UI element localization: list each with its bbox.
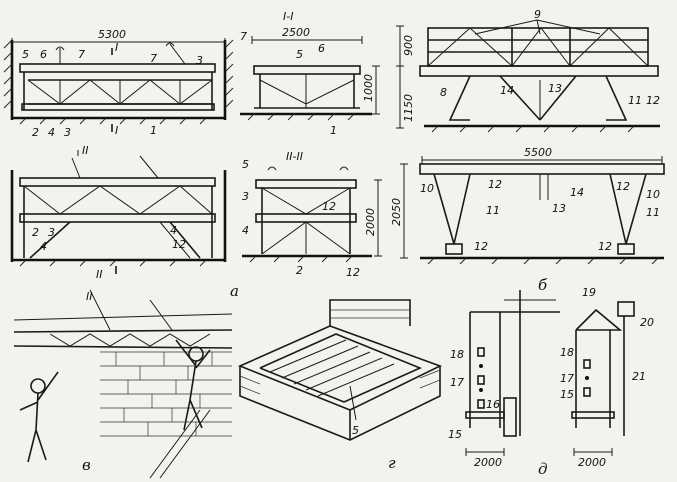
- dim-a-top-width: 5300: [98, 28, 126, 41]
- dim-b-top-1150: 1150: [402, 94, 415, 122]
- caption-v: в: [82, 456, 91, 474]
- label-alow-12: 12: [172, 238, 186, 251]
- section-mark-ii-bottom: II: [96, 268, 103, 281]
- label-alow-4a: 4: [40, 240, 47, 253]
- label-asec2-2: 2: [296, 264, 303, 277]
- label-alow-2: 2: [32, 226, 39, 239]
- panel-v-workers: II в: [13, 289, 233, 479]
- label-a-5: 5: [22, 48, 29, 61]
- label-d-16: 16: [486, 398, 500, 411]
- dim-b-lower-width: 5500: [524, 146, 552, 159]
- label-asec2-12a: 12: [322, 200, 336, 213]
- label-blow-11b: 11: [646, 206, 660, 219]
- section-title-i: I-I: [283, 10, 293, 23]
- label-asec-7: 7: [240, 30, 247, 43]
- label-blow-12c: 12: [474, 240, 488, 253]
- caption-g: г: [388, 454, 396, 472]
- label-b-11: 11: [628, 94, 642, 107]
- panel-b-top: 900 1150 9 8 14 13 11 12: [396, 8, 660, 133]
- label-alow-4b: 4: [170, 224, 177, 237]
- label-d-18a: 18: [450, 348, 464, 361]
- label-a-3b: 3: [64, 126, 71, 139]
- caption-a: а: [230, 282, 239, 300]
- label-b-9: 9: [534, 8, 541, 21]
- label-asec-6: 6: [318, 42, 325, 55]
- label-a-4: 4: [48, 126, 55, 139]
- dim-a-section-height: 1000: [362, 74, 375, 102]
- label-d-17a: 17: [450, 376, 464, 389]
- label-blow-13: 13: [552, 202, 566, 215]
- label-d-21: 21: [632, 370, 646, 383]
- label-asec-1: 1: [330, 124, 337, 137]
- dim-b-lower-height: 2050: [390, 198, 403, 226]
- panel-b-lower: 5500 2050 10 12 14 13 12 10 11 11 12 12 …: [390, 146, 665, 294]
- panel-d-lift: 2000 2000 18 17 16 15 19 20 18 17 15 21 …: [448, 286, 654, 478]
- label-asec2-12b: 12: [346, 266, 360, 279]
- dim-a-section-width: 2500: [282, 26, 310, 39]
- section-mark-ii-top: II: [82, 144, 89, 157]
- label-a-7b: 7: [150, 52, 157, 65]
- section-mark-i-top: I: [115, 41, 118, 54]
- label-a-1: 1: [150, 124, 157, 137]
- panel-a-top-elevation: 5300 I I 5 6 7 7 3 2 4 3 1: [3, 28, 234, 139]
- label-d-15a: 15: [448, 428, 462, 441]
- dim-d-right-width: 2000: [578, 456, 606, 469]
- dim-d-left-width: 2000: [474, 456, 502, 469]
- label-blow-14: 14: [570, 186, 584, 199]
- label-a-2: 2: [32, 126, 39, 139]
- panel-a-section-ii: II-II 2000 5 3 12 4 2 12 а: [230, 150, 382, 300]
- caption-d: д: [538, 460, 548, 478]
- section-title-ii: II-II: [286, 150, 303, 163]
- panel-a-lower-elevation: II II 2 3 4 4 12: [10, 144, 227, 281]
- label-g-5: 5: [352, 424, 359, 437]
- label-b-12: 12: [646, 94, 660, 107]
- label-b-14: 14: [500, 84, 514, 97]
- section-mark-i-bottom: I: [115, 124, 118, 137]
- label-d-17b: 17: [560, 372, 574, 385]
- panel-a-section-i: I-I 2500 1000 7 5 6 1: [240, 10, 380, 137]
- caption-b: б: [538, 276, 548, 294]
- label-b-8: 8: [440, 86, 447, 99]
- label-d-19: 19: [582, 286, 596, 299]
- label-alow-3: 3: [48, 226, 55, 239]
- label-d-18b: 18: [560, 346, 574, 359]
- label-blow-10b: 10: [646, 188, 660, 201]
- label-blow-12d: 12: [598, 240, 612, 253]
- label-asec2-5: 5: [242, 158, 249, 171]
- label-b-13: 13: [548, 82, 562, 95]
- label-a-6: 6: [40, 48, 47, 61]
- label-blow-12a: 12: [488, 178, 502, 191]
- dim-b-top-900: 900: [402, 35, 415, 56]
- dim-a-lower-height: 2000: [364, 208, 377, 236]
- label-asec2-4: 4: [242, 224, 249, 237]
- panel-g-room: 5 г: [237, 299, 443, 472]
- label-a-3a: 3: [196, 54, 203, 67]
- label-d-20: 20: [640, 316, 654, 329]
- section-mark-ii-v: II: [86, 290, 93, 303]
- label-a-7a: 7: [78, 48, 85, 61]
- label-blow-10a: 10: [420, 182, 434, 195]
- label-d-15b: 15: [560, 388, 574, 401]
- label-asec-5: 5: [296, 48, 303, 61]
- label-asec2-3: 3: [242, 190, 249, 203]
- label-blow-11a: 11: [486, 204, 500, 217]
- label-blow-12b: 12: [616, 180, 630, 193]
